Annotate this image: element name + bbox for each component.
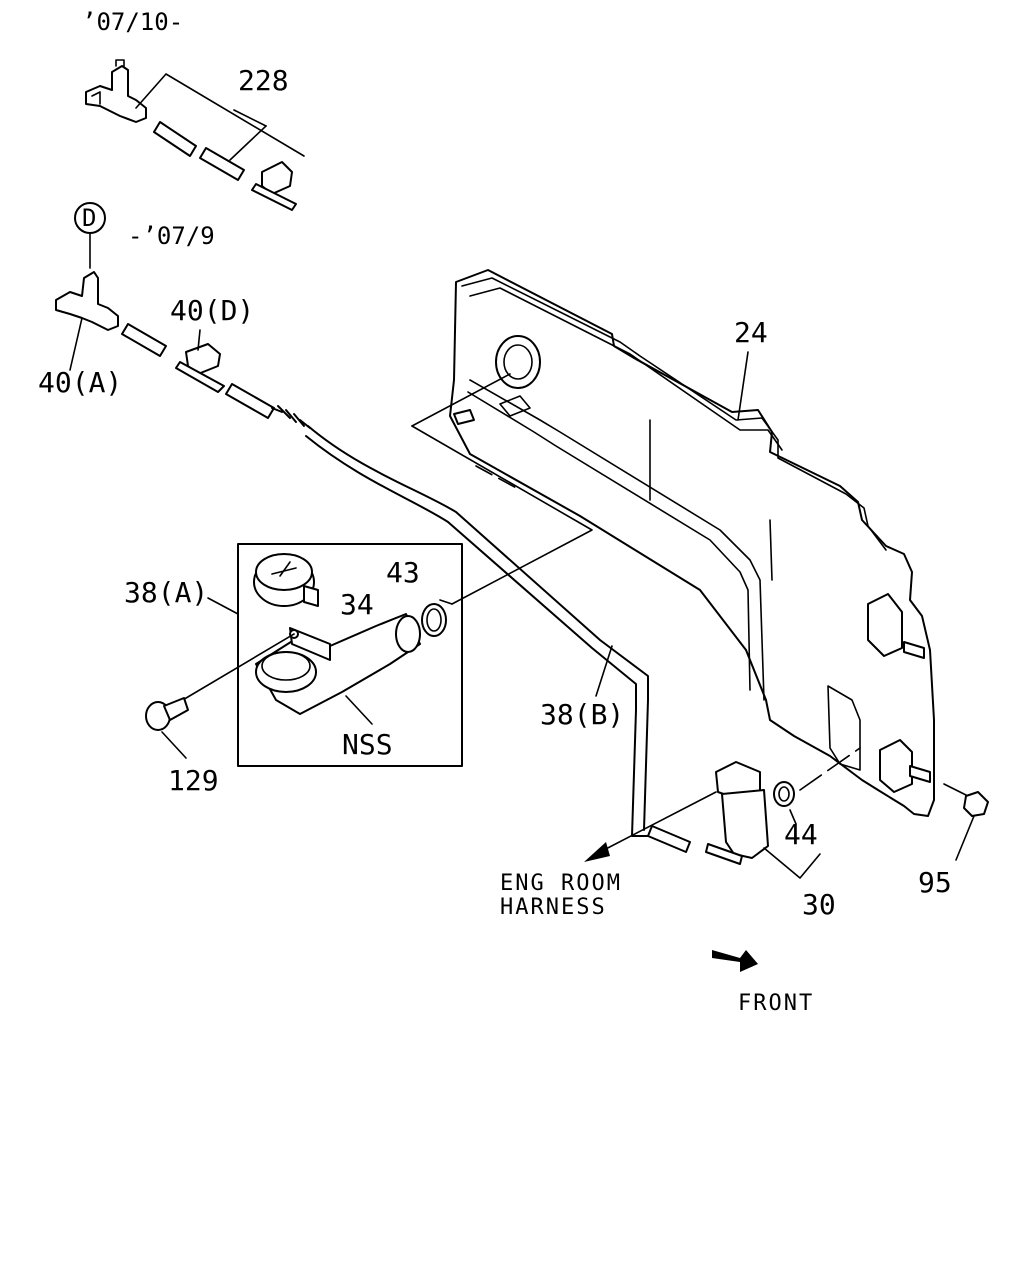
label-38b: 38(B) (540, 698, 624, 731)
label-40a: 40(A) (38, 366, 122, 399)
washer-tank (449, 269, 935, 817)
filler-box-frame (237, 543, 463, 767)
label-40d: 40(D) (170, 294, 254, 327)
nut-95 (955, 791, 989, 861)
filler-neck-box (175, 543, 463, 767)
label-43: 43 (386, 556, 420, 589)
grommet-44 (773, 781, 795, 807)
callout-d-letter: D (82, 204, 96, 232)
top-joint-assembly (85, 59, 305, 211)
front-arrow-icon (712, 950, 758, 972)
label-30: 30 (802, 888, 836, 921)
date-label-to: -’07/9 (128, 222, 215, 250)
mid-joint-assembly (55, 202, 225, 393)
date-label-from: ’07/10- (82, 8, 183, 36)
alignment-lines (411, 373, 969, 797)
label-34: 34 (340, 588, 374, 621)
label-harness: HARNESS (500, 895, 607, 920)
clip-129 (145, 697, 189, 759)
label-129: 129 (168, 764, 219, 797)
label-38a: 38(A) (124, 576, 208, 609)
label-nss: NSS (342, 728, 393, 761)
hose-38b (225, 383, 691, 853)
o-ring-43 (421, 603, 447, 637)
washer-pump (584, 761, 821, 879)
label-eng-room: ENG ROOM (500, 871, 622, 896)
label-44: 44 (784, 818, 818, 851)
label-24: 24 (734, 316, 768, 349)
label-228: 228 (238, 64, 289, 97)
label-front: FRONT (738, 991, 814, 1016)
label-95: 95 (918, 866, 952, 899)
